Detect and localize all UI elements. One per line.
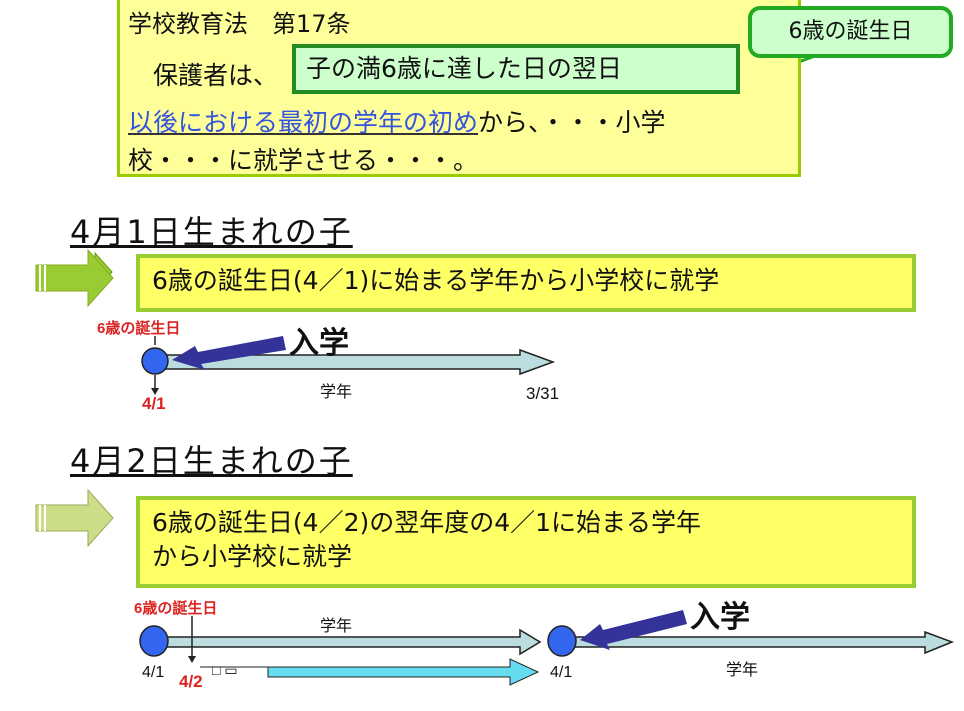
school-year-arrow-1	[159, 348, 556, 376]
section2-info: 6歳の誕生日(4／2)の翌年度の4／1に始まる学年 から小学校に就学	[136, 496, 916, 588]
law-title: 学校教育法 第17条	[128, 10, 351, 38]
law-link-text: 以後における最初の学年の初め	[128, 108, 479, 137]
birthday-marker-2	[139, 625, 169, 657]
section2-year-label-2: 学年	[726, 662, 759, 679]
law-line-1: 保護者は、	[128, 61, 279, 90]
enroll-arrow-2	[580, 610, 687, 650]
section1-info: 6歳の誕生日(4／1)に始まる学年から小学校に就学	[136, 254, 916, 312]
section1-birthday-label: 6歳の誕生日	[97, 320, 181, 337]
birthday-marker-1	[141, 347, 169, 375]
law-line-2: 以後における最初の学年の初めから、・・・小学	[128, 103, 666, 139]
section2-heading: 4月2日生まれの子	[70, 442, 353, 480]
enroll-marker-2	[547, 625, 577, 657]
section2-birthday-label: 6歳の誕生日	[134, 600, 218, 617]
section2-start-date: 4/1	[142, 664, 165, 681]
section1-end-date: 3/31	[526, 384, 560, 403]
section2-info-line2: から小学校に就学	[152, 542, 353, 571]
section1-year-label: 学年	[320, 384, 353, 401]
birthday-callout: 6歳の誕生日	[748, 6, 953, 58]
section2-birthday-date: 4/2	[179, 672, 203, 691]
pointer-arrow-2	[35, 488, 114, 548]
section1-enroll-label: 入学	[289, 326, 349, 361]
section1-start-date: 4/1	[142, 394, 166, 413]
law-line-3: 校・・・に就学させる・・・。	[128, 146, 479, 175]
section2-next-start-date: 4/1	[550, 664, 573, 681]
section2-info-line1: 6歳の誕生日(4／2)の翌年度の4／1に始まる学年	[152, 508, 702, 537]
highlight-box: 子の満6歳に達した日の翌日	[292, 44, 740, 94]
section1-heading: 4月1日生まれの子	[70, 213, 353, 251]
waiting-period-arrow	[267, 658, 540, 686]
enroll-arrow-1	[172, 336, 286, 370]
pointer-arrow-1	[35, 248, 114, 308]
section2-year-label-1: 学年	[320, 618, 353, 635]
law-line-2-rest: から、・・・小学	[478, 108, 666, 137]
school-year-arrow-2a	[149, 628, 542, 656]
school-year-arrow-2b	[564, 630, 955, 655]
section2-placeholder-boxes: □ ▭	[212, 662, 238, 678]
section2-enroll-label: 入学	[690, 600, 750, 635]
